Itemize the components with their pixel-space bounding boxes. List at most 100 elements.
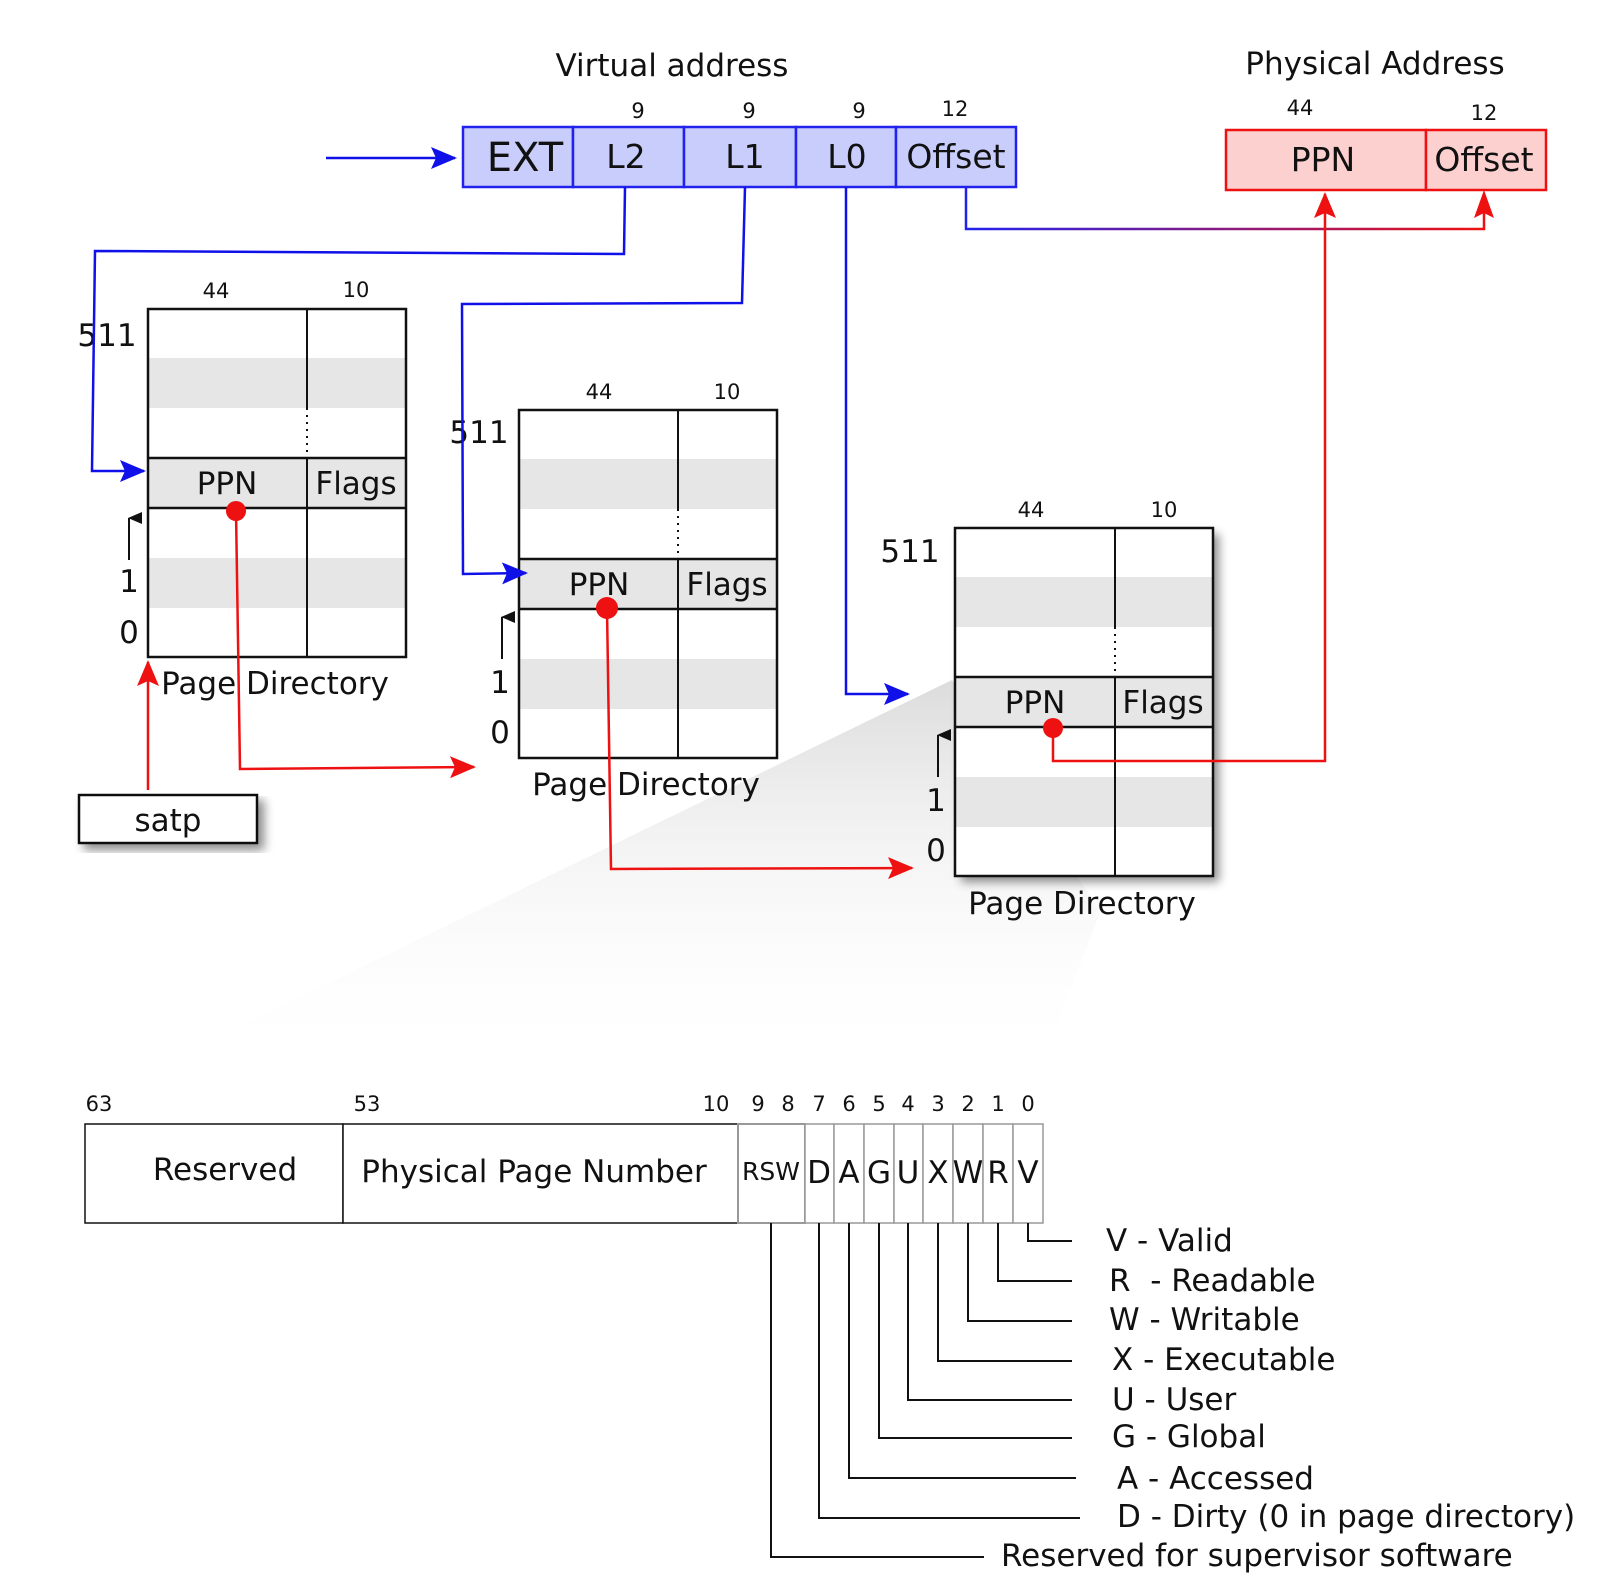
- pte-bit-10: 10: [703, 1092, 730, 1116]
- pte-field-rsw-label: RSW: [742, 1157, 800, 1186]
- offset-copy-arrowhead: [1474, 190, 1494, 218]
- offset-copy-arrow: [964, 187, 1486, 231]
- pa-field-ppn-bits: 44: [1287, 96, 1314, 120]
- pte-field-reserved-label: Reserved: [153, 1152, 297, 1188]
- virtual-address-title: Virtual address: [556, 48, 789, 84]
- pt1-flags-bits: 10: [343, 278, 370, 302]
- va-field-l1-bits: 9: [742, 99, 755, 123]
- pte-field-ppn-label: Physical Page Number: [361, 1154, 707, 1190]
- pt3-ppn-arrow: [1051, 192, 1336, 763]
- pt3-index-zero: 0: [926, 833, 946, 869]
- pte-bit-8: 8: [781, 1092, 794, 1116]
- zoom-fan: [150, 680, 1100, 1070]
- page-table-2: 44 10 PPN Flags 511 1 0 Page Directory: [449, 380, 779, 803]
- satp-label: satp: [135, 803, 202, 839]
- pte-bit-63: 63: [86, 1092, 113, 1116]
- pt2-ppn-arrow: [605, 607, 914, 880]
- va-field-offset-bits: 12: [942, 97, 969, 121]
- va-field-l2: L2 9: [571, 99, 686, 189]
- legend-readable: R - Readable: [1109, 1263, 1316, 1299]
- page-table-3: 44 10 PPN Flags 511 1 0 Page Directory: [880, 498, 1215, 922]
- pt2-flags-label: Flags: [686, 567, 767, 603]
- legend-global: G - Global: [1112, 1419, 1266, 1455]
- pte-bit-1: 1: [991, 1092, 1004, 1116]
- pte-flag-r: R: [987, 1155, 1009, 1191]
- pt3-ppn-bits: 44: [1018, 498, 1045, 522]
- pt1-index-one: 1: [119, 564, 139, 600]
- pt3-flags-label: Flags: [1122, 685, 1203, 721]
- pte-bit-2: 2: [961, 1092, 974, 1116]
- pt2-ppn-dot: [596, 597, 618, 619]
- pt1-ppn-arrow: [234, 510, 476, 779]
- pte-flag-a: A: [838, 1155, 859, 1191]
- pa-field-offset: Offset 12: [1424, 101, 1548, 192]
- pte-bit-9: 9: [751, 1092, 764, 1116]
- va-field-l2-bits: 9: [631, 99, 644, 123]
- pa-field-ppn: PPN 44: [1224, 96, 1428, 192]
- pte-flag-x: X: [927, 1155, 948, 1191]
- va-field-l0-bits: 9: [852, 99, 865, 123]
- pte-bit-6: 6: [842, 1092, 855, 1116]
- l0-index-arrow: [844, 187, 910, 705]
- pte-flag-d: D: [807, 1155, 831, 1191]
- pte-flag-u: U: [897, 1155, 920, 1191]
- va-field-l1-label: L1: [725, 137, 764, 176]
- legend-accessed: A - Accessed: [1117, 1461, 1314, 1497]
- pt2-index-one: 1: [490, 665, 510, 701]
- pt1-index-top: 511: [77, 318, 136, 354]
- legend-valid: V - Valid: [1106, 1223, 1233, 1259]
- pa-field-ppn-label: PPN: [1291, 140, 1356, 179]
- pte-bit-7: 7: [812, 1092, 825, 1116]
- l2-index-arrow: [90, 186, 627, 482]
- pt2-index-zero: 0: [490, 715, 510, 751]
- physical-address-title: Physical Address: [1245, 46, 1504, 82]
- page-table-1: 44 10 PPN Flags 511 1 0 Page Directory: [77, 278, 408, 702]
- pt3-index-top: 511: [880, 534, 939, 570]
- pt3-ppn-label: PPN: [1005, 685, 1066, 721]
- physical-address: Physical Address PPN 44 Offset 12: [1224, 46, 1548, 192]
- va-field-l0: L0 9: [794, 99, 898, 189]
- legend-executable: X - Executable: [1112, 1342, 1335, 1378]
- va-field-offset-label: Offset: [906, 137, 1005, 176]
- pte-bit-0: 0: [1021, 1092, 1034, 1116]
- legend-writable: W - Writable: [1109, 1302, 1300, 1338]
- legend-leaders: [770, 1223, 1080, 1558]
- pt1-caption: Page Directory: [161, 666, 389, 702]
- pte-flag-g: G: [867, 1155, 891, 1191]
- legend-rsw: Reserved for supervisor software: [1001, 1538, 1513, 1574]
- virtual-address: Virtual address EXT L2 9 L1 9 L0 9 Offse…: [326, 48, 1018, 189]
- pte-bit-3: 3: [931, 1092, 944, 1116]
- legend-user: U - User: [1112, 1382, 1236, 1418]
- pt3-ppn-dot: [1043, 718, 1063, 738]
- va-field-ext: EXT: [461, 125, 575, 189]
- pt1-index-zero: 0: [119, 615, 139, 651]
- va-field-offset: Offset 12: [894, 97, 1018, 189]
- va-field-ext-label: EXT: [487, 135, 564, 181]
- pte-flag-v: V: [1017, 1155, 1038, 1191]
- pt3-flags-bits: 10: [1151, 498, 1178, 522]
- pt2-flags-bits: 10: [714, 380, 741, 404]
- pte-field-reserved: [84, 1123, 344, 1224]
- pt2-ppn-label: PPN: [569, 567, 630, 603]
- pte-bit-4: 4: [901, 1092, 914, 1116]
- flag-legend: V - Valid R - Readable W - Writable X - …: [1001, 1223, 1575, 1574]
- pte-field-ppn: [342, 1123, 739, 1224]
- pt1-flags-label: Flags: [315, 466, 396, 502]
- pt3-index-one: 1: [926, 783, 946, 819]
- l1-index-arrow: [460, 186, 747, 585]
- pt1-ppn-label: PPN: [197, 466, 258, 502]
- satp-register: satp: [77, 793, 259, 845]
- pt2-index-top: 511: [449, 415, 508, 451]
- pa-field-offset-bits: 12: [1471, 101, 1498, 125]
- pte-format: Reserved Physical Page Number RSW D A G …: [84, 1092, 1044, 1224]
- legend-dirty: D - Dirty (0 in page directory): [1117, 1499, 1575, 1535]
- pt3-caption: Page Directory: [968, 886, 1196, 922]
- va-field-l1: L1 9: [682, 99, 798, 189]
- pte-field-rsw: [737, 1123, 806, 1224]
- pte-bit-5: 5: [872, 1092, 885, 1116]
- va-field-l2-label: L2: [606, 137, 645, 176]
- pte-flag-w: W: [953, 1155, 984, 1191]
- pt1-ppn-dot: [226, 501, 246, 521]
- pt2-caption: Page Directory: [532, 767, 760, 803]
